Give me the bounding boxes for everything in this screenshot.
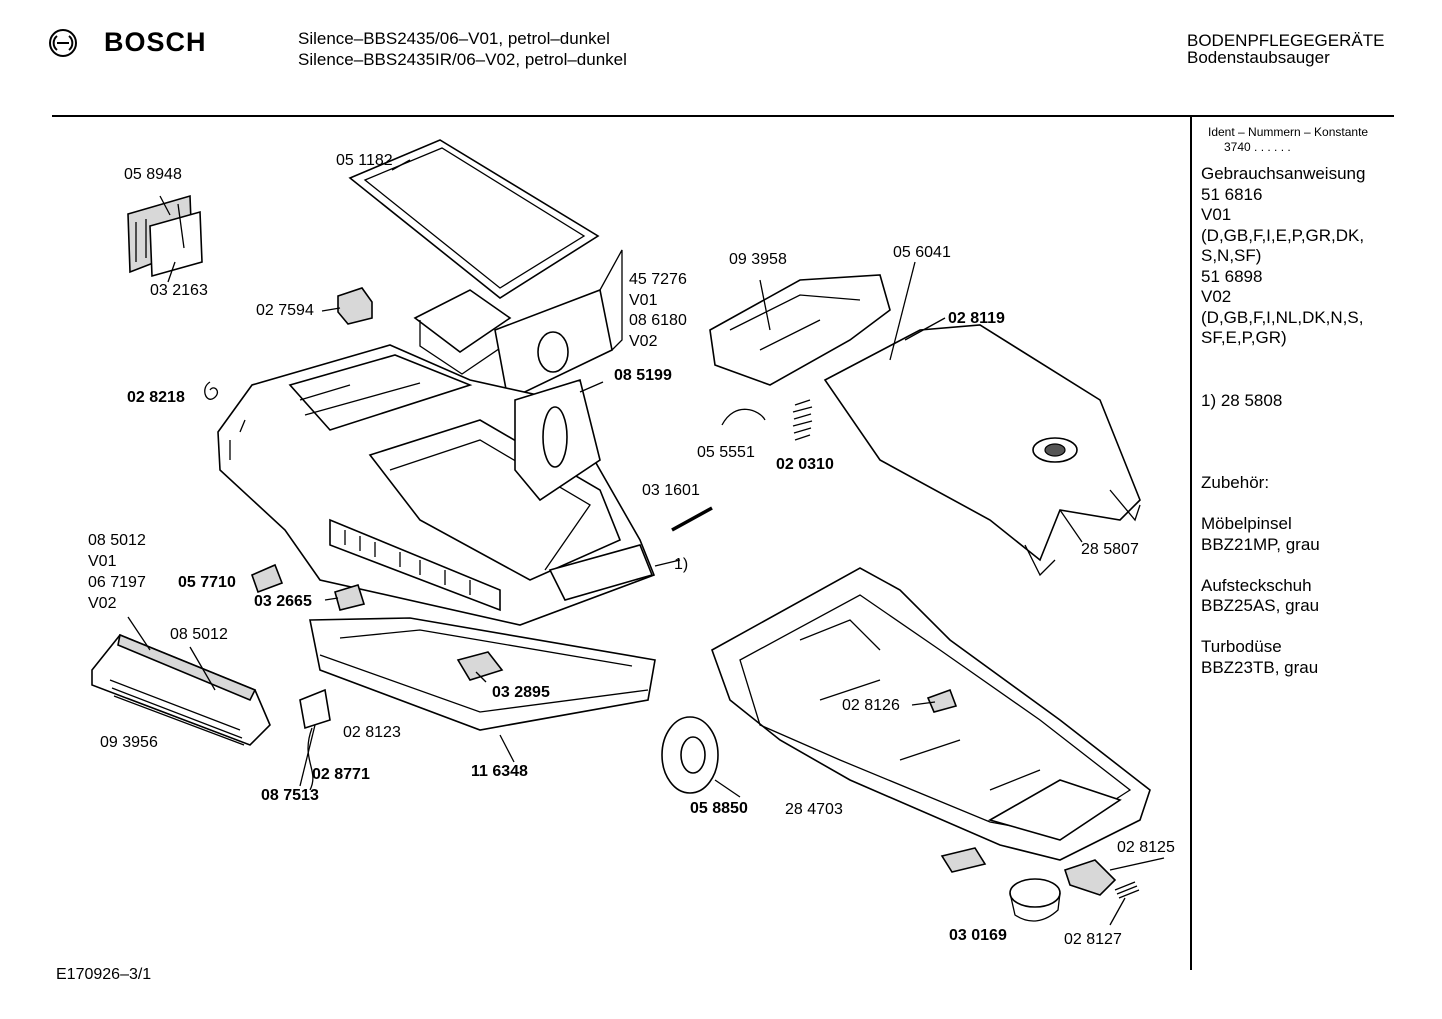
part-label: 11 6348	[471, 763, 528, 780]
rod-part-drawing	[671, 506, 713, 532]
bag-frame-drawing	[348, 139, 600, 375]
drawing-code: E170926–3/1	[56, 966, 152, 983]
manual-line: V02	[1201, 287, 1232, 306]
manual-line: S,N,SF)	[1201, 246, 1262, 265]
bosch-logo-icon	[48, 28, 78, 58]
model-line-1: Silence–BBS2435/06–V01, petrol–dunkel	[298, 29, 610, 48]
part-032665-drawing	[334, 584, 366, 611]
accessory-name: Aufsteckschuh	[1201, 576, 1312, 595]
ident-value: 3740 . . . . . .	[1224, 140, 1291, 154]
part-label: 03 2665	[254, 593, 312, 610]
part-label: V02	[88, 595, 117, 612]
wheel-drawing	[661, 716, 719, 794]
part-label: 03 2895	[492, 684, 550, 701]
part-label: 03 0169	[949, 927, 1007, 944]
part-label: V02	[629, 333, 658, 350]
header-divider	[52, 115, 1394, 117]
clip-055551-drawing	[721, 408, 766, 426]
brand-name: BOSCH	[104, 27, 207, 57]
accessory-name: Turbodüse	[1201, 637, 1282, 656]
manual-line: 51 6816	[1201, 185, 1263, 204]
part-label: 05 1182	[336, 152, 393, 169]
bag-door-opening	[542, 406, 568, 468]
top-cover-drawing	[709, 274, 891, 386]
part-028126-drawing	[926, 688, 958, 713]
part-label: 28 5807	[1081, 541, 1139, 558]
part-label: 28 4703	[785, 801, 843, 818]
front-grille-drawing	[91, 633, 271, 746]
caster-drawing	[1009, 878, 1061, 922]
part-057710-drawing	[250, 563, 284, 594]
part-label: 08 5012	[170, 626, 228, 643]
filter-pad-drawing	[456, 651, 504, 681]
part-label: 02 8125	[1117, 839, 1175, 856]
part-label: 08 5199	[614, 367, 672, 384]
part-label: 08 5012	[88, 532, 146, 549]
manual-line: V01	[1201, 205, 1232, 224]
manual-line: (D,GB,F,I,E,P,GR,DK,	[1201, 226, 1365, 245]
manual-line: 51 6898	[1201, 267, 1263, 286]
ident-title: Ident – Nummern – Konstante	[1208, 125, 1369, 139]
part-label: 45 7276	[629, 271, 687, 288]
switch-part-drawing	[337, 287, 373, 325]
accessory-code: BBZ21MP, grau	[1201, 535, 1320, 554]
subcategory-title: Bodenstaubsauger	[1187, 48, 1330, 67]
main-housing-drawing	[217, 344, 656, 626]
filter-part-drawing	[127, 194, 203, 278]
part-label: 02 8123	[343, 724, 401, 741]
electronics-drawing	[299, 688, 331, 730]
accessory-name: Möbelpinsel	[1201, 514, 1292, 533]
accessories-title: Zubehör:	[1201, 473, 1270, 492]
accessory-code: BBZ23TB, grau	[1201, 658, 1319, 677]
sidebar-divider	[1190, 117, 1192, 970]
part-label: 08 7513	[261, 787, 319, 804]
part-label: 08 6180	[629, 312, 687, 329]
label-plate-drawing	[940, 847, 987, 873]
part-label: 05 8850	[690, 800, 748, 817]
part-label: 02 8119	[948, 310, 1005, 327]
base-chassis-drawing	[711, 567, 1151, 861]
spring-drawing	[792, 399, 813, 441]
category-title: BODENPFLEGEGERÄTE	[1187, 31, 1385, 50]
part-label: 03 1601	[642, 482, 700, 499]
dust-bag-drawing	[494, 249, 623, 402]
part-label: 02 8218	[127, 389, 185, 406]
manual-line: SF,E,P,GR)	[1201, 328, 1287, 347]
part-label: 06 7197	[88, 574, 146, 591]
manual-title: Gebrauchsanweisung	[1201, 164, 1366, 183]
part-label: 02 0310	[776, 456, 834, 473]
leader-lines	[127, 159, 1165, 926]
part-label: 1)	[674, 556, 689, 573]
screw-drawing	[1114, 881, 1140, 899]
part-label: 05 7710	[178, 574, 236, 591]
accessory-code: BBZ25AS, grau	[1201, 596, 1320, 615]
part-label: 05 6041	[893, 244, 951, 261]
lid-drawing	[823, 324, 1141, 577]
part-label: 05 5551	[697, 444, 755, 461]
part-label: 02 8771	[312, 766, 370, 783]
clip-part-drawing	[204, 381, 218, 400]
part-label: 09 3956	[100, 734, 158, 751]
model-line-2: Silence–BBS2435IR/06–V02, petrol–dunkel	[298, 50, 627, 69]
part-label: V01	[629, 292, 658, 309]
part-label: 02 8126	[842, 697, 900, 714]
part-label: 05 8948	[124, 166, 182, 183]
part-label: 03 2163	[150, 282, 208, 299]
footnote: 1) 28 5808	[1201, 391, 1283, 410]
part-label: 09 3958	[729, 251, 787, 268]
part-label: V01	[88, 553, 117, 570]
part-label: 02 7594	[256, 302, 314, 319]
exploded-view-drawing	[91, 139, 1165, 926]
part-label: 02 8127	[1064, 931, 1122, 948]
manual-line: (D,GB,F,I,NL,DK,N,S,	[1201, 308, 1364, 327]
caster-clip-drawing	[1063, 859, 1117, 896]
